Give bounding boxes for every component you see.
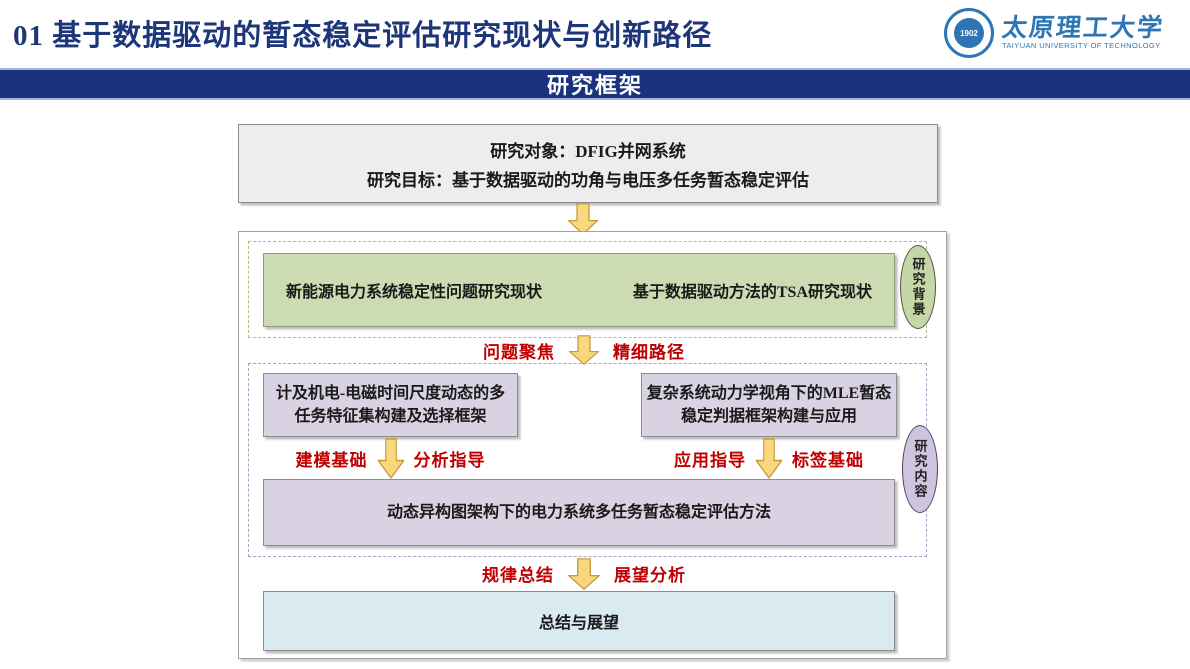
section-banner: 研究框架 [0, 68, 1190, 100]
right-arrow-label-row: 应用指导 标签基础 [641, 438, 897, 479]
university-name-en: TAIYUAN UNIVERSITY OF TECHNOLOGY [1001, 41, 1161, 51]
down-arrow-icon [568, 557, 600, 590]
analysis-guidance-label: 分析指导 [413, 451, 486, 470]
feature-framework-box: 计及机电-电磁时间尺度动态的多 任务特征集构建及选择框架 [263, 373, 518, 437]
down-arrow-icon [567, 203, 599, 235]
focus-label-left: 问题聚焦 [483, 342, 555, 362]
summary-label-row: 规律总结 展望分析 [239, 557, 929, 590]
university-name-cn: 太原理工大学 [1000, 14, 1166, 42]
research-goal-line: 研究目标：基于数据驱动的功角与电压多任务暂态稳定评估 [367, 170, 809, 190]
framework-container: 新能源电力系统稳定性问题研究现状 基于数据驱动方法的TSA研究现状 研究背景 问… [238, 231, 947, 659]
rule-summary-label: 规律总结 [482, 566, 554, 585]
application-guidance-label: 应用指导 [674, 451, 746, 470]
university-logo: 1902 太原理工大学 TAIYUAN UNIVERSITY OF TECHNO… [943, 8, 1166, 58]
down-arrow-icon [755, 438, 783, 479]
research-background-badge: 研究背景 [900, 245, 936, 329]
section-banner-label: 研究框架 [546, 73, 643, 98]
background-box: 新能源电力系统稳定性问题研究现状 基于数据驱动方法的TSA研究现状 [263, 253, 895, 327]
university-seal-icon: 1902 [943, 8, 994, 58]
research-object-line: 研究对象：DFIG并网系统 [490, 141, 686, 161]
logo-text: 太原理工大学 TAIYUAN UNIVERSITY OF TECHNOLOGY [1000, 14, 1166, 51]
research-objective-box: 研究对象：DFIG并网系统 研究目标：基于数据驱动的功角与电压多任务暂态稳定评估 [238, 124, 938, 203]
research-content-badge: 研究内容 [902, 425, 938, 513]
background-left-item: 新能源电力系统稳定性问题研究现状 [286, 284, 543, 301]
focus-label-right: 精细路径 [613, 342, 685, 362]
seal-year: 1902 [953, 18, 984, 48]
background-right-item: 基于数据驱动方法的TSA研究现状 [632, 284, 872, 301]
modeling-basis-label: 建模基础 [295, 451, 368, 470]
mle-criterion-box: 复杂系统动力学视角下的MLE暂态 稳定判据框架构建与应用 [641, 373, 897, 437]
assessment-method-box: 动态异构图架构下的电力系统多任务暂态稳定评估方法 [263, 479, 895, 546]
summary-outlook-box: 总结与展望 [263, 591, 895, 651]
label-basis-label: 标签基础 [792, 451, 864, 470]
left-arrow-label-row: 建模基础 分析指导 [263, 438, 518, 479]
page-title: 01 基于数据驱动的暂态稳定评估研究现状与创新路径 [13, 20, 713, 52]
down-arrow-icon [377, 438, 404, 479]
down-arrow-icon [568, 335, 600, 365]
outlook-analysis-label: 展望分析 [614, 566, 686, 585]
focus-label-row: 问题聚焦 精细路径 [239, 335, 929, 365]
